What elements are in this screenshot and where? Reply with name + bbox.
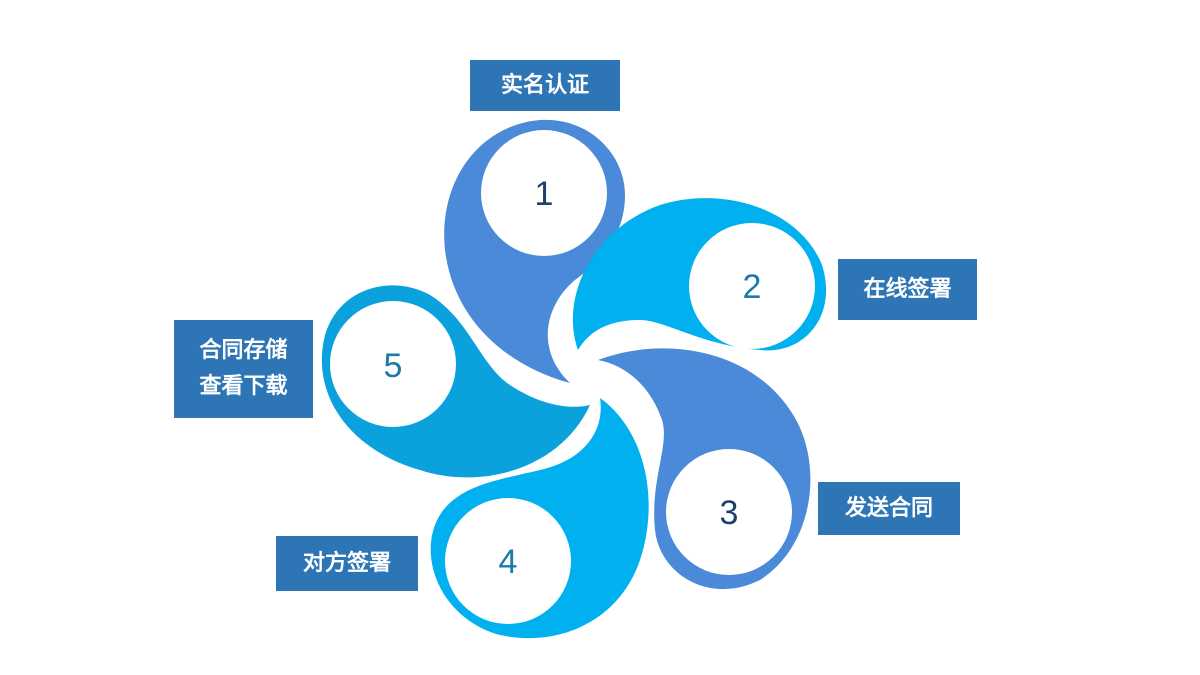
circle-5 <box>330 301 456 427</box>
label-step-3-text: 发送合同 <box>844 495 933 521</box>
label-step-5-line-1: 合同存储 <box>199 338 288 363</box>
label-step-4: 对方签署 <box>276 536 418 591</box>
step-number-5: 5 <box>384 347 403 385</box>
label-step-3: 发送合同 <box>818 482 960 535</box>
label-step-5-line-2: 查看下载 <box>199 374 288 399</box>
step-number-2: 2 <box>743 268 762 306</box>
circle-3 <box>666 449 792 575</box>
label-step-5: 合同存储 查看下载 <box>174 320 313 418</box>
circle-2 <box>689 223 815 349</box>
circle-4 <box>445 498 571 624</box>
circle-1 <box>481 130 607 256</box>
label-step-4-text: 对方签署 <box>302 550 391 576</box>
step-number-3: 3 <box>720 494 739 532</box>
label-step-1: 实名认证 <box>470 60 620 111</box>
step-number-4: 4 <box>499 543 518 581</box>
step-number-1: 1 <box>535 175 554 213</box>
label-step-1-text: 实名认证 <box>500 72 589 98</box>
label-step-2: 在线签署 <box>838 259 977 320</box>
label-step-2-text: 在线签署 <box>863 276 952 302</box>
